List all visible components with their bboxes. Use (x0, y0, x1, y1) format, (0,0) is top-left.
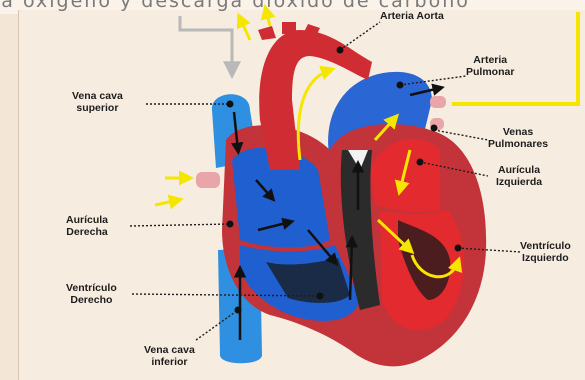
label-vena-cava-superior: Vena cava superior (72, 90, 123, 114)
label-auricula-derecha-line-1: Aurícula (66, 214, 108, 226)
label-auricula-izquierda: Aurícula Izquierda (496, 164, 542, 188)
flow-arrow-aorta-exit (240, 18, 250, 40)
header-connector (180, 16, 232, 72)
label-vena-cava-inferior: Vena cava inferior (144, 344, 195, 368)
dot-arteria-aorta (337, 47, 344, 54)
label-venas-pulmonares-line-2: Pulmonares (488, 138, 548, 150)
label-ventriculo-derecho: Ventrículo Derecho (66, 282, 117, 306)
pulmonary-vein-right-1 (430, 96, 446, 108)
label-ventriculo-derecho-line-2: Derecho (66, 294, 117, 306)
flow-arrow-pulmonary-left-2 (155, 200, 178, 205)
label-vena-cava-superior-line-1: Vena cava (72, 90, 123, 102)
pulmonary-vein-left (196, 172, 220, 188)
label-arteria-pulmonar-line-1: Arteria (466, 54, 514, 66)
label-auricula-izquierda-line-1: Aurícula (496, 164, 542, 176)
label-ventriculo-izquierdo: Ventrículo Izquierdo (520, 240, 571, 264)
label-arteria-aorta-text: Arteria Aorta (380, 10, 444, 22)
label-vena-cava-superior-line-2: superior (72, 102, 123, 114)
flow-arrow-aorta-exit-2 (266, 10, 270, 26)
label-venas-pulmonares: Venas Pulmonares (488, 126, 548, 150)
label-arteria-pulmonar-line-2: Pulmonar (466, 66, 514, 78)
label-ventriculo-izquierdo-line-2: Izquierdo (520, 252, 571, 264)
label-arteria-pulmonar: Arteria Pulmonar (466, 54, 514, 78)
dot-ventriculo-izquierdo (455, 245, 462, 252)
label-arteria-aorta: Arteria Aorta (380, 10, 444, 22)
aorta-branch-2 (282, 22, 296, 34)
dot-vena-cava-superior (227, 101, 234, 108)
dot-auricula-derecha (227, 221, 234, 228)
label-venas-pulmonares-line-1: Venas (488, 126, 548, 138)
label-ventriculo-izquierdo-line-1: Ventrículo (520, 240, 571, 252)
dot-auricula-izquierda (417, 159, 424, 166)
label-vena-cava-inferior-line-1: Vena cava (144, 344, 195, 356)
label-ventriculo-derecho-line-1: Ventrículo (66, 282, 117, 294)
leader-auricula-derecha (130, 224, 230, 226)
aorta-branch-1 (258, 26, 276, 40)
dot-vena-cava-inferior (235, 307, 242, 314)
label-auricula-izquierda-line-2: Izquierda (496, 176, 542, 188)
dot-venas-pulmonares (431, 125, 438, 132)
dot-arteria-pulmonar (397, 82, 404, 89)
label-auricula-derecha-line-2: Derecha (66, 226, 108, 238)
label-auricula-derecha: Aurícula Derecha (66, 214, 108, 238)
label-vena-cava-inferior-line-2: inferior (144, 356, 195, 368)
dot-ventriculo-derecho (317, 293, 324, 300)
